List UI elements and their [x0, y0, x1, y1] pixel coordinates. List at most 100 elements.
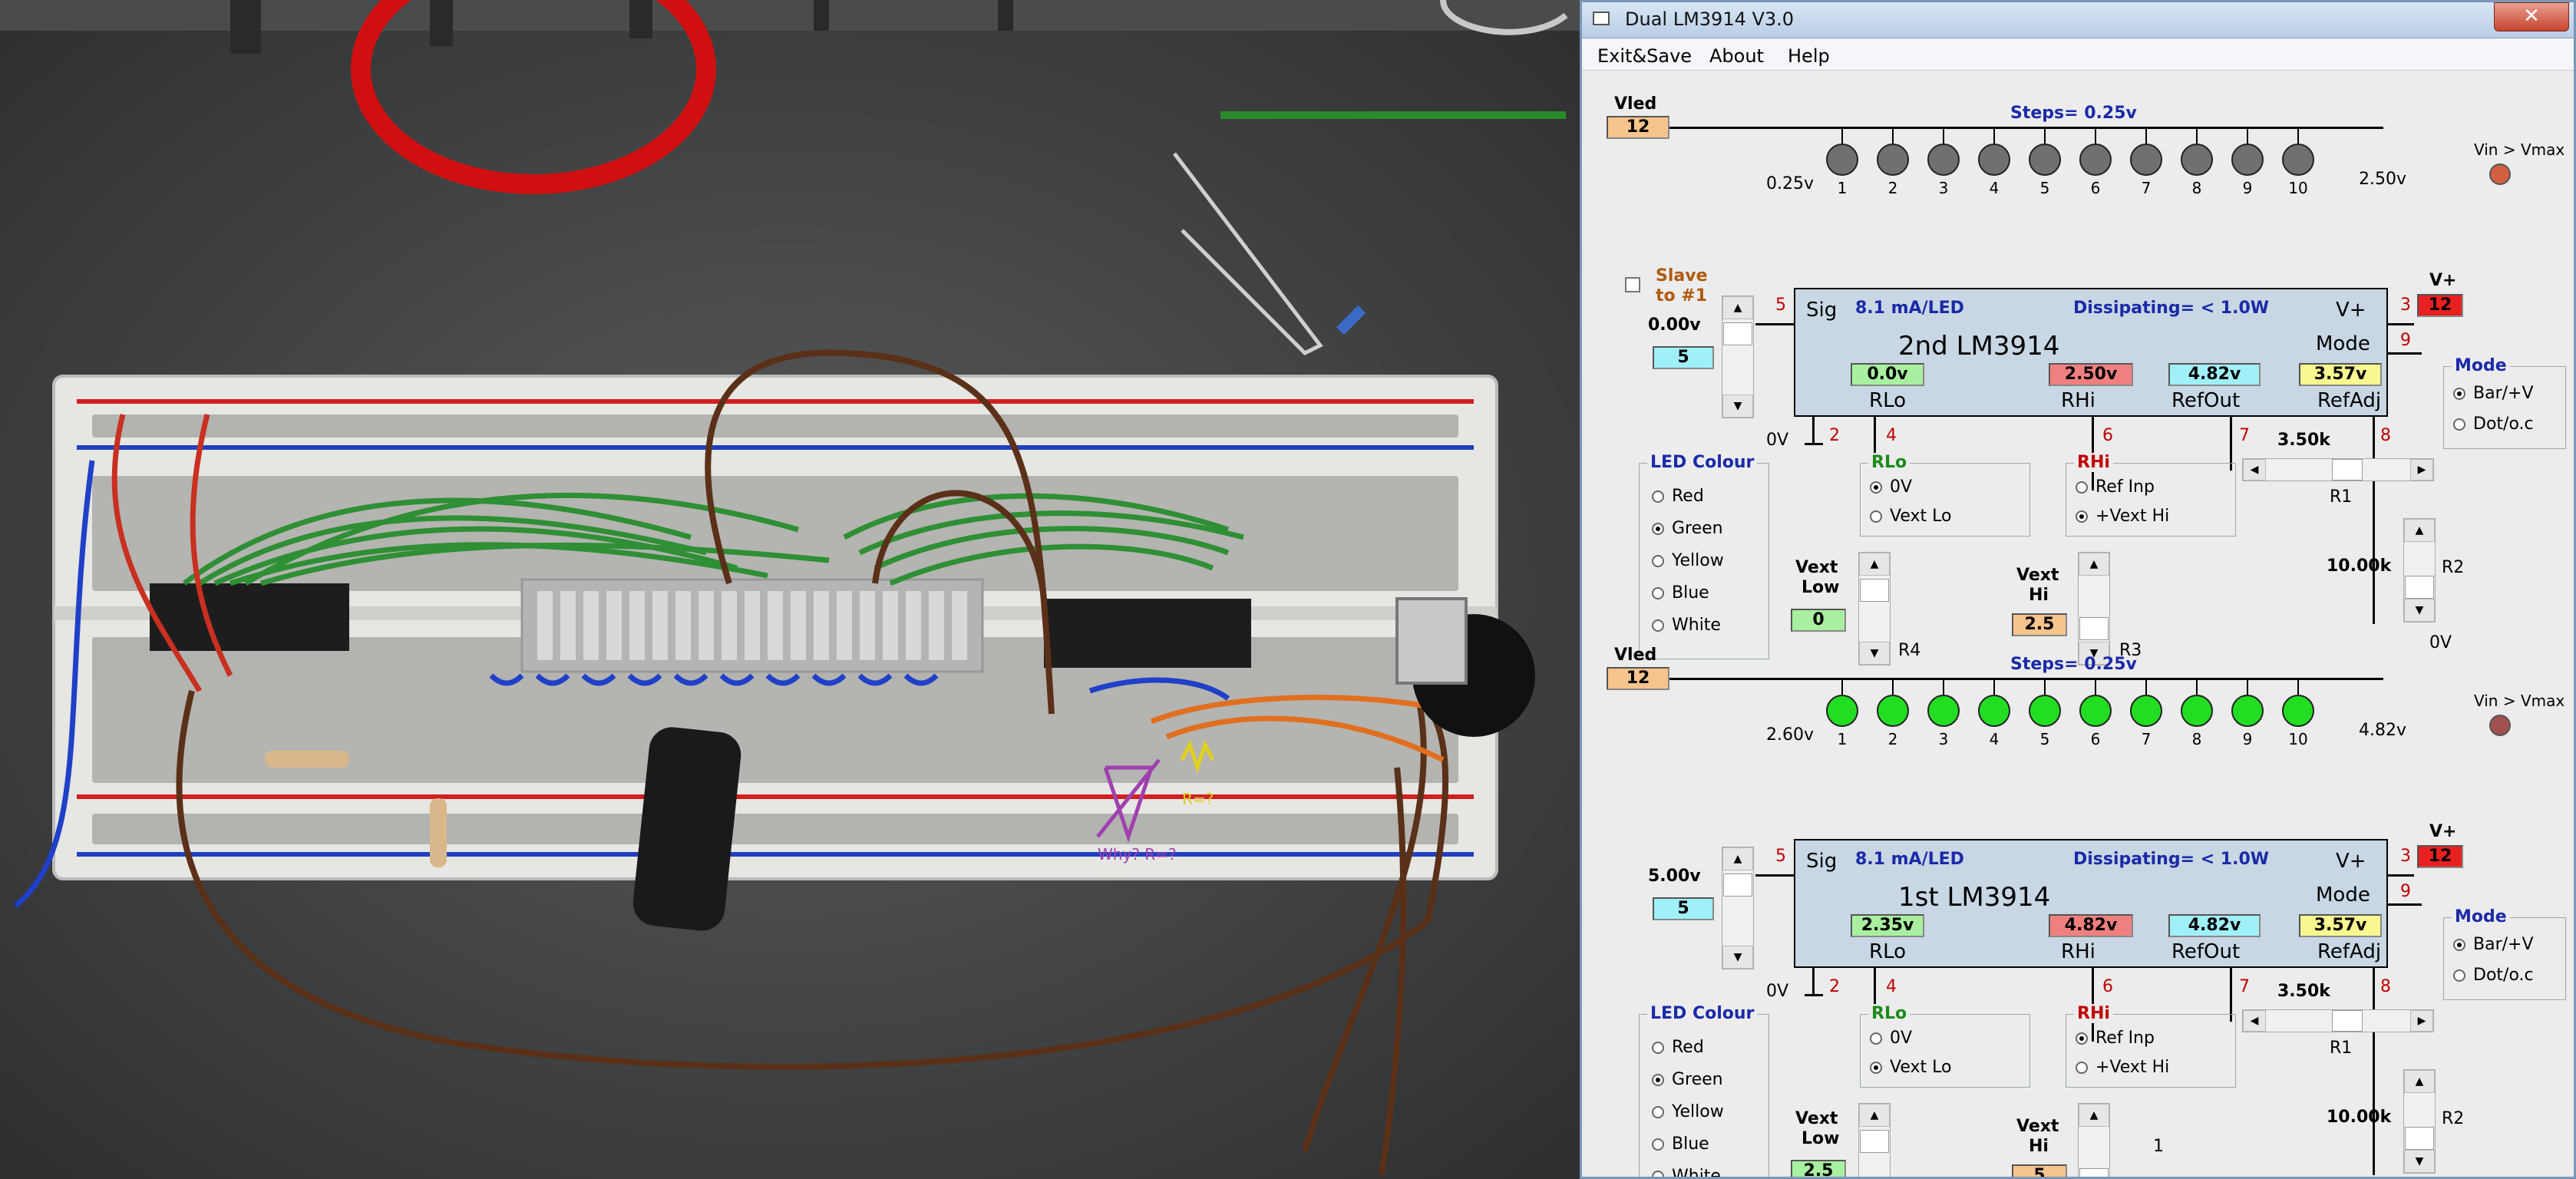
vled-value[interactable]: 12	[1607, 667, 1669, 690]
vplus-value[interactable]: 12	[2417, 294, 2463, 317]
rhi-ref-inp-radio[interactable]	[2076, 1032, 2088, 1045]
r2-down-arrow[interactable]: ▼	[2404, 599, 2435, 622]
slave-checkbox[interactable]	[1625, 277, 1640, 292]
colour-white-radio[interactable]	[1652, 619, 1664, 632]
r3-scrollbar[interactable]: ▲ ▼	[2078, 552, 2110, 665]
colour-red-radio[interactable]	[1652, 490, 1664, 503]
r1-left-arrow[interactable]: ◀	[2243, 459, 2266, 481]
r2-thumb[interactable]	[2405, 576, 2434, 599]
r4-scrollbar[interactable]: ▲ ▼	[1858, 552, 1891, 665]
r1-right-arrow[interactable]: ▶	[2410, 459, 2433, 481]
scroll-up-arrow[interactable]: ▲	[1722, 847, 1753, 870]
colour-option-red[interactable]: Red	[1652, 487, 1704, 506]
colour-blue-radio[interactable]	[1652, 586, 1664, 599]
title-bar[interactable]: Dual LM3914 V3.0 ✕	[1582, 2, 2574, 38]
rhi-vext-hi-radio[interactable]	[2076, 510, 2088, 523]
rlo-0v-radio[interactable]	[1870, 481, 1882, 494]
r1-right-arrow[interactable]: ▶	[2410, 1010, 2433, 1032]
r2-up-arrow[interactable]: ▲	[2404, 519, 2435, 542]
r2-up-arrow[interactable]: ▲	[2404, 1070, 2435, 1093]
vext-low-value[interactable]: 2.5	[1791, 1160, 1846, 1177]
r4-thumb[interactable]	[1860, 1130, 1889, 1153]
r1-slider[interactable]: ◀ ▶	[2242, 1009, 2434, 1032]
input-value[interactable]: 5	[1653, 897, 1714, 920]
mode-dot-radio[interactable]	[2453, 418, 2465, 431]
r4-scrollbar[interactable]: ▲ ▼	[1858, 1103, 1891, 1177]
menu-help[interactable]: Help	[1788, 45, 1830, 67]
r3-thumb[interactable]	[2079, 1168, 2109, 1177]
mode-dot-radio[interactable]	[2453, 969, 2465, 982]
r3-thumb[interactable]	[2079, 617, 2109, 640]
colour-yellow-radio[interactable]	[1652, 1105, 1664, 1118]
r1-thumb[interactable]	[2332, 1010, 2363, 1032]
vext-hi-value[interactable]: 2.5	[2012, 613, 2067, 636]
scroll-thumb[interactable]	[1723, 874, 1752, 897]
r2-scrollbar[interactable]: ▲ ▼	[2403, 518, 2436, 623]
colour-option-yellow[interactable]: Yellow	[1652, 1102, 1724, 1121]
r1-left-arrow[interactable]: ◀	[2243, 1010, 2266, 1032]
vled-value[interactable]: 12	[1607, 116, 1669, 139]
rhi-group-title: RHi	[2074, 453, 2113, 472]
r4-thumb[interactable]	[1860, 579, 1889, 602]
led-4-wire	[1993, 678, 1995, 695]
mode-option-dot[interactable]: Dot/o.c	[2453, 414, 2534, 434]
rhi-option-vext-hi[interactable]: +Vext Hi	[2076, 507, 2169, 526]
r3-up-arrow[interactable]: ▲	[2079, 553, 2109, 576]
colour-option-green[interactable]: Green	[1652, 1070, 1723, 1089]
rlo-option-vext-lo[interactable]: Vext Lo	[1870, 1058, 1951, 1077]
colour-option-white[interactable]: White	[1652, 616, 1721, 635]
r2-thumb[interactable]	[2405, 1127, 2434, 1150]
colour-yellow-radio[interactable]	[1652, 554, 1664, 567]
r4-up-arrow[interactable]: ▲	[1859, 553, 1890, 576]
rlo-option-0v[interactable]: 0V	[1870, 477, 1912, 497]
r3-down-arrow[interactable]: ▼	[2079, 642, 2109, 665]
mode-option-bar[interactable]: Bar/+V	[2453, 935, 2534, 954]
colour-green-radio[interactable]	[1652, 1073, 1664, 1086]
scroll-thumb[interactable]	[1723, 322, 1752, 345]
r1-slider[interactable]: ◀ ▶	[2242, 458, 2434, 481]
r2-down-arrow[interactable]: ▼	[2404, 1150, 2435, 1173]
input-scrollbar[interactable]: ▲ ▼	[1722, 847, 1754, 969]
rhi-vext-hi-radio[interactable]	[2076, 1061, 2088, 1074]
mode-bar-radio[interactable]	[2453, 938, 2465, 951]
r4-down-arrow[interactable]: ▼	[1859, 642, 1890, 665]
colour-white-radio[interactable]	[1652, 1170, 1664, 1177]
colour-red-radio[interactable]	[1652, 1041, 1664, 1054]
r1-thumb[interactable]	[2332, 459, 2363, 481]
scroll-down-arrow[interactable]: ▼	[1722, 395, 1753, 418]
rlo-option-0v[interactable]: 0V	[1870, 1029, 1912, 1048]
menu-exit-save[interactable]: Exit&Save	[1597, 45, 1693, 67]
r4-up-arrow[interactable]: ▲	[1859, 1104, 1890, 1127]
rhi-option-vext-hi[interactable]: +Vext Hi	[2076, 1058, 2169, 1077]
rlo-vext-lo-radio[interactable]	[1870, 1061, 1882, 1074]
scroll-down-arrow[interactable]: ▼	[1722, 946, 1753, 969]
colour-blue-radio[interactable]	[1652, 1138, 1664, 1151]
close-button[interactable]: ✕	[2494, 2, 2569, 31]
colour-option-blue[interactable]: Blue	[1652, 583, 1709, 603]
colour-option-green[interactable]: Green	[1652, 519, 1723, 538]
rhi-option-ref-inp[interactable]: Ref Inp	[2076, 1029, 2155, 1048]
colour-option-blue[interactable]: Blue	[1652, 1134, 1709, 1154]
scroll-up-arrow[interactable]: ▲	[1722, 296, 1753, 319]
vplus-value[interactable]: 12	[2417, 845, 2463, 868]
vext-low-value[interactable]: 0	[1791, 609, 1846, 632]
r3-up-arrow[interactable]: ▲	[2079, 1104, 2109, 1127]
mode-option-dot[interactable]: Dot/o.c	[2453, 966, 2534, 985]
colour-green-radio[interactable]	[1652, 522, 1664, 535]
colour-option-yellow[interactable]: Yellow	[1652, 551, 1724, 570]
colour-option-red[interactable]: Red	[1652, 1038, 1704, 1057]
r2-scrollbar[interactable]: ▲ ▼	[2403, 1069, 2436, 1174]
mode-option-bar[interactable]: Bar/+V	[2453, 384, 2534, 403]
rlo-vext-lo-radio[interactable]	[1870, 510, 1882, 523]
input-scrollbar[interactable]: ▲ ▼	[1722, 296, 1754, 418]
rhi-ref-inp-radio[interactable]	[2076, 481, 2088, 494]
mode-bar-radio[interactable]	[2453, 387, 2465, 400]
menu-about[interactable]: About	[1709, 45, 1764, 67]
rlo-option-vext-lo[interactable]: Vext Lo	[1870, 507, 1951, 526]
rlo-0v-radio[interactable]	[1870, 1032, 1882, 1045]
rhi-option-ref-inp[interactable]: Ref Inp	[2076, 477, 2155, 497]
input-value[interactable]: 5	[1653, 346, 1714, 369]
vext-hi-value[interactable]: 5	[2012, 1164, 2067, 1177]
r3-scrollbar[interactable]: ▲ ▼	[2078, 1103, 2110, 1177]
colour-option-white[interactable]: White	[1652, 1167, 1721, 1177]
